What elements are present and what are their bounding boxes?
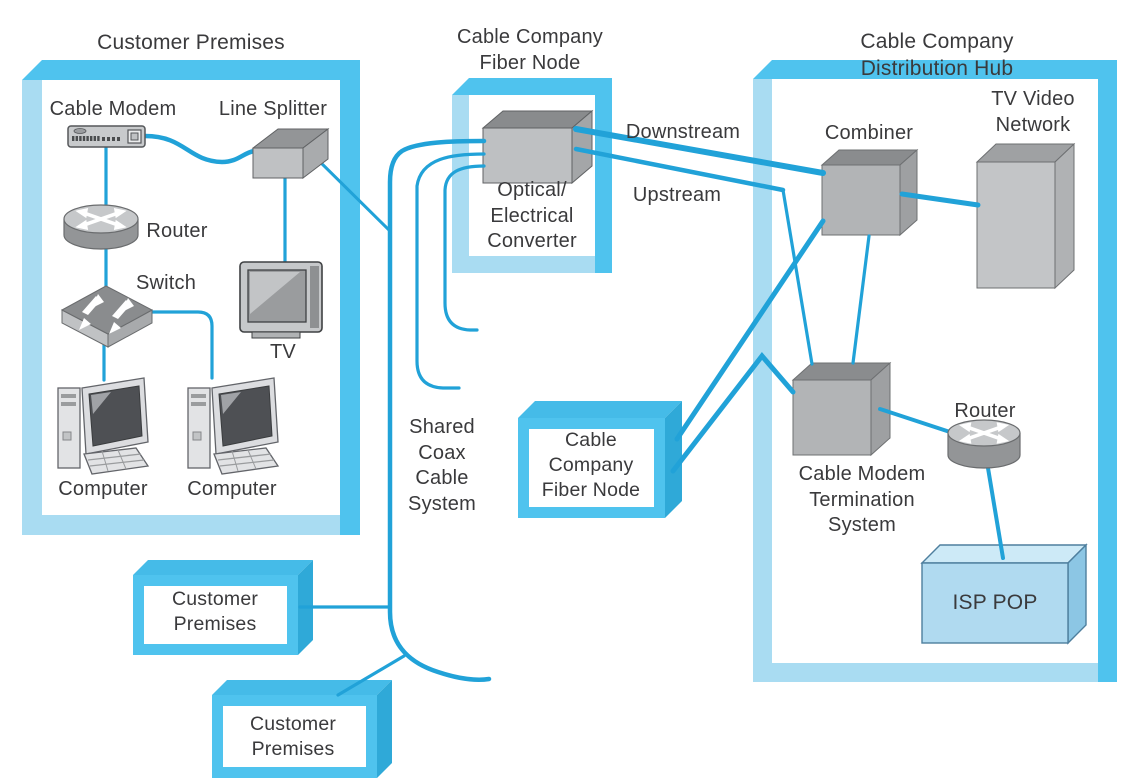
router-icon [63,204,139,250]
upstream-to-cmts-line [781,188,814,366]
computer-left-label: Computer [58,478,148,500]
tv-video-network-icon [975,142,1076,290]
shared-coax-label: Shared Coax Cable System [408,416,476,515]
switch-label: Switch [135,272,197,294]
combiner-label: Combiner [824,122,914,144]
distribution-hub-box [753,60,1117,682]
cmts-router-line [878,407,952,434]
line-splitter-icon [251,127,330,180]
computer-left-icon [57,377,149,475]
router-isppop-line [986,466,1005,560]
coax-stub-long [415,152,486,390]
fiber-node-top-box [452,78,612,273]
upstream-label: Upstream [632,184,722,206]
customer-premises-title: Customer Premises [97,31,285,54]
router-label: Router [146,220,208,242]
cable-modem-label: Cable Modem [49,98,177,120]
line-splitter-label: Line Splitter [218,98,328,120]
combiner-cmts-line [851,234,871,365]
isp-pop-box [920,543,1088,645]
hub-router-label: Router [954,400,1016,422]
cable-modem-icon [67,125,146,148]
fiber-node-lower-box [518,401,682,518]
customer-premises-small-box-2 [212,680,392,778]
downstream-label: Downstream [625,121,741,143]
hub-router-icon [947,419,1021,469]
customer-premises-box [22,60,360,535]
tv-icon [239,261,323,339]
modem-splitter-cable [142,133,257,165]
customer-premises-small-box-1 [133,560,313,655]
cmts-icon [791,361,892,457]
switch-icon [60,285,154,348]
distribution-hub-title: Cable Company Distribution Hub [860,30,1014,80]
upstream-line [573,146,786,193]
tv-video-network-label: TV Video Network [991,88,1075,136]
tv-label: TV [270,341,296,363]
customer-premises-small-1-label: Customer Premises [171,588,259,635]
computer-right-label: Computer [187,478,277,500]
trunk-premises2-branch [336,654,406,697]
shared-coax-trunk [387,138,492,682]
customer-premises-small-2-label: Customer Premises [249,713,337,760]
cmts-label: Cable Modem Termination System [798,463,926,537]
fiber-node-lower-label: Cable Company Fiber Node [541,429,641,501]
downstream-line [573,126,826,176]
splitter-trunk-cable [308,150,392,233]
switch-computer2-cable [150,310,214,380]
fiber-node-top-title: Cable Company Fiber Node [456,26,604,74]
combiner-tvn-line [899,191,981,208]
coax-stub-short [443,164,486,332]
cable-lines [102,126,1005,697]
isp-pop-label: ISP POP [952,591,1038,614]
fibernode2-cmts-line [670,352,796,474]
converter-label: Optical/ Electrical Converter [487,179,577,253]
computer-right-icon [187,377,279,475]
fibernode2-combiner-line [674,218,826,442]
